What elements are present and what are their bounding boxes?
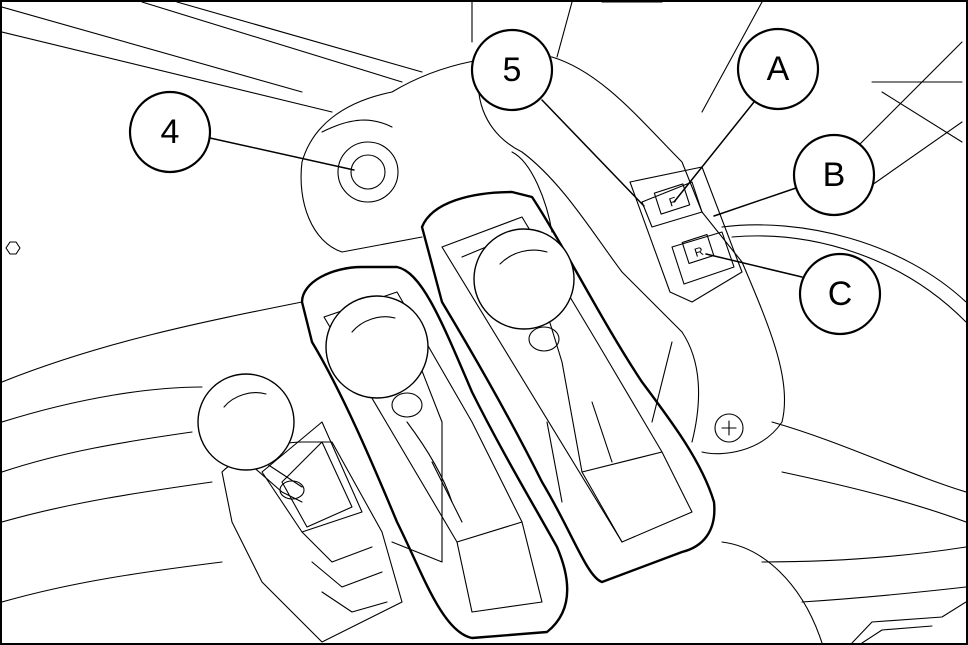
callout-5-label: 5 [503, 51, 522, 89]
hex-nut-icon [5, 241, 21, 255]
console-housing [300, 55, 786, 455]
callout-5: 5 [470, 28, 554, 112]
switch-f-glyph: F [667, 194, 678, 210]
left-lever-housing [300, 265, 569, 640]
right-lever-housing [420, 190, 716, 584]
rotary-knob-4 [337, 141, 399, 203]
leader-lines [209, 99, 803, 278]
switch-r-glyph: R [693, 244, 706, 260]
callout-4: 4 [128, 90, 212, 174]
callout-a: A [736, 27, 820, 111]
callout-a-label: A [767, 50, 790, 88]
callout-c: C [798, 252, 882, 336]
joystick-lever [197, 373, 403, 643]
callout-b-label: B [823, 156, 846, 194]
screw-icon [714, 413, 744, 443]
callout-c-label: C [828, 275, 853, 313]
callout-b: B [792, 133, 876, 217]
callout-4-label: 4 [161, 113, 180, 151]
